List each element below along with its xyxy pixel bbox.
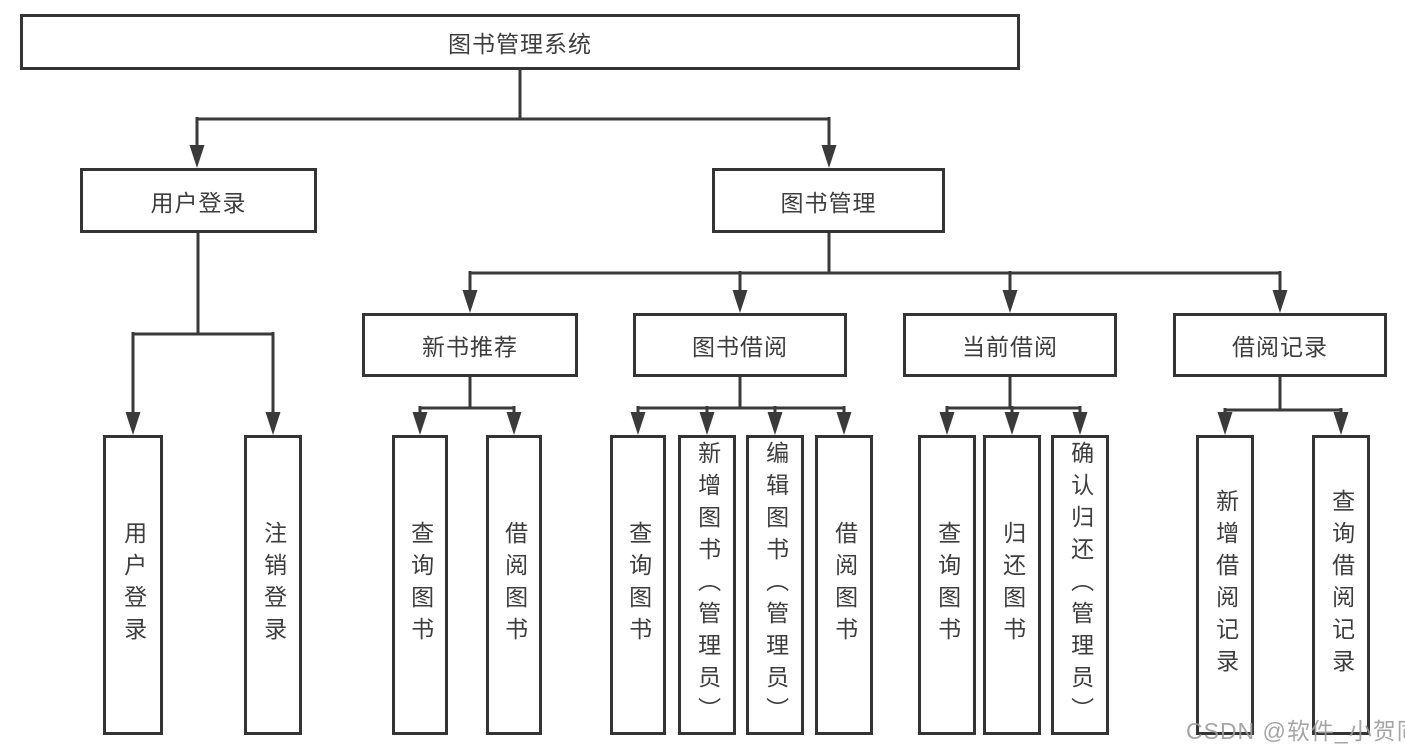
- leaf-query-books-borrow: 查询图书: [610, 435, 666, 735]
- leaf-return-books-label: 归还图书: [999, 521, 1026, 649]
- connector-root-to-level2: [195, 70, 831, 148]
- leaf-confirm-return-admin-label: 确认归还（管理员）: [1067, 441, 1094, 729]
- node-current-borrow-label: 当前借阅: [962, 334, 1058, 360]
- node-user-login-label: 用户登录: [150, 189, 247, 216]
- leaf-logout: 注销登录: [244, 435, 302, 735]
- leaf-borrow-books: 借阅图书: [815, 435, 873, 735]
- node-root-label: 图书管理系统: [448, 31, 592, 57]
- arrowhead-icons: [125, 145, 1349, 435]
- connector-borrow-records-to-leaves: [1223, 377, 1343, 417]
- node-new-book-recommend-label: 新书推荐: [422, 334, 518, 360]
- leaf-query-books-current: 查询图书: [918, 435, 976, 735]
- connector-user-login-to-leaves: [131, 233, 275, 416]
- connector-book-mgmt-to-level3: [468, 233, 1282, 294]
- leaf-add-book-admin-label: 新增图书（管理员）: [694, 441, 721, 729]
- connector-new-book-to-leaves: [418, 377, 516, 417]
- leaf-borrow-books-label: 借阅图书: [831, 521, 858, 649]
- node-borrow-records-label: 借阅记录: [1232, 334, 1328, 360]
- leaf-confirm-return-admin: 确认归还（管理员）: [1051, 435, 1109, 735]
- node-book-borrow-label: 图书借阅: [692, 334, 788, 360]
- leaf-query-borrow-record-label: 查询借阅记录: [1328, 489, 1355, 681]
- leaf-logout-label: 注销登录: [260, 521, 287, 649]
- leaf-edit-book-admin-label: 编辑图书（管理员）: [762, 441, 789, 729]
- leaf-user-login: 用户登录: [103, 435, 163, 735]
- node-root-system: 图书管理系统: [20, 14, 1020, 70]
- leaf-query-borrow-record: 查询借阅记录: [1312, 435, 1370, 735]
- leaf-add-borrow-record: 新增借阅记录: [1196, 435, 1254, 735]
- leaf-borrow-books-recommend: 借阅图书: [486, 435, 542, 735]
- node-book-management: 图书管理: [712, 168, 945, 233]
- node-new-book-recommend: 新书推荐: [362, 313, 578, 377]
- leaf-add-borrow-record-label: 新增借阅记录: [1212, 489, 1239, 681]
- node-book-management-label: 图书管理: [780, 189, 877, 216]
- connector-book-borrow-to-leaves: [636, 377, 846, 417]
- node-user-login: 用户登录: [80, 168, 317, 233]
- leaf-return-books: 归还图书: [983, 435, 1041, 735]
- connector-current-borrow-to-leaves: [945, 377, 1082, 417]
- leaf-add-book-admin: 新增图书（管理员）: [678, 435, 736, 735]
- leaf-query-books-current-label: 查询图书: [934, 521, 961, 649]
- node-book-borrow: 图书借阅: [633, 313, 847, 377]
- leaf-query-books-recommend-label: 查询图书: [407, 521, 434, 649]
- leaf-user-login-label: 用户登录: [120, 521, 147, 649]
- leaf-query-books-borrow-label: 查询图书: [625, 521, 652, 649]
- leaf-query-books-recommend: 查询图书: [392, 435, 448, 735]
- leaf-edit-book-admin: 编辑图书（管理员）: [746, 435, 804, 735]
- node-borrow-records: 借阅记录: [1173, 313, 1387, 377]
- node-current-borrow: 当前借阅: [903, 313, 1117, 377]
- csdn-watermark: CSDN @软件_小贺同学: [1186, 718, 1405, 744]
- leaf-borrow-books-recommend-label: 借阅图书: [501, 521, 528, 649]
